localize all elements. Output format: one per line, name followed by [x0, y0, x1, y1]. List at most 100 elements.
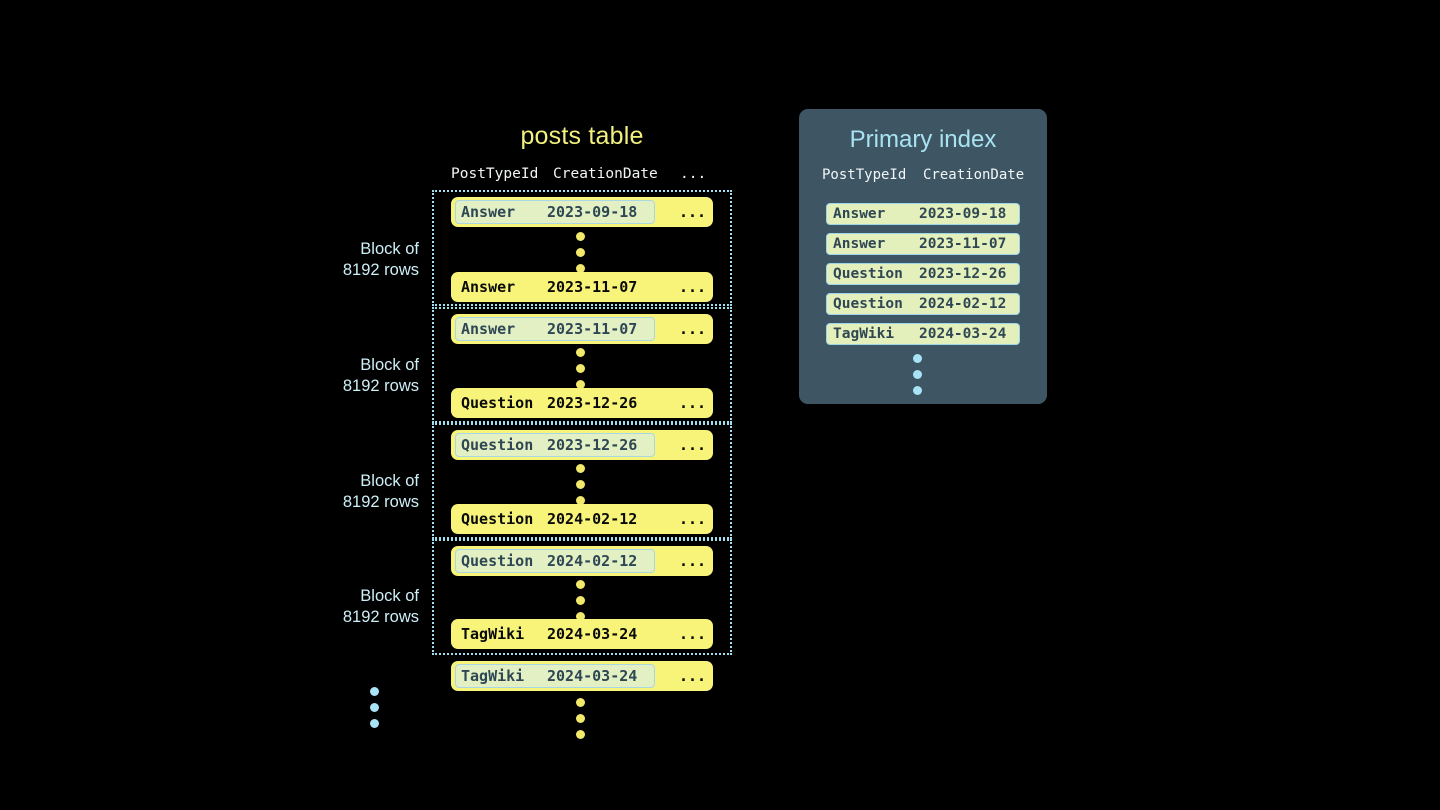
dot — [913, 370, 922, 379]
block-3-label-line2: 8192 rows — [342, 493, 419, 511]
cell-posttypeid: Question — [461, 552, 534, 570]
dot — [576, 580, 585, 589]
dot — [913, 386, 922, 395]
column-header-creationdate: CreationDate — [553, 166, 658, 182]
column-header-posttypeid: PostTypeId — [451, 166, 539, 182]
cell-more: ... — [679, 278, 707, 296]
row-ellipsis-dots — [576, 464, 587, 512]
table-row: Answer 2023-11-07 ... — [451, 272, 713, 302]
index-row: Question 2023-12-26 — [826, 263, 1020, 285]
column-header-more: ... — [680, 166, 707, 182]
cell-posttypeid: TagWiki — [461, 625, 525, 643]
index-cell-posttypeid: Answer — [833, 236, 886, 252]
block-1-label: Block of 8192 rows — [259, 239, 419, 281]
cell-posttypeid: Question — [461, 394, 534, 412]
block-3 — [432, 423, 732, 539]
index-column-header-creationdate: CreationDate — [923, 167, 1025, 183]
table-continuation-dots — [576, 698, 587, 746]
cell-creationdate: 2024-03-24 — [547, 667, 638, 685]
block-1-label-line2: 8192 rows — [342, 261, 419, 279]
cell-more: ... — [679, 203, 707, 221]
index-row: TagWiki 2024-03-24 — [826, 323, 1020, 345]
index-cell-creationdate: 2023-09-18 — [919, 206, 1007, 222]
cell-more: ... — [679, 667, 707, 685]
cell-posttypeid: Question — [461, 436, 534, 454]
index-column-header-posttypeid: PostTypeId — [822, 167, 907, 183]
block-3-label-line1: Block of — [360, 472, 419, 490]
dot — [576, 714, 585, 723]
cell-creationdate: 2023-11-07 — [547, 278, 638, 296]
index-cell-posttypeid: TagWiki — [833, 326, 895, 342]
row-key-highlight — [455, 433, 655, 457]
row-ellipsis-dots — [576, 348, 587, 396]
index-cell-creationdate: 2024-03-24 — [919, 326, 1007, 342]
blocks-continuation-dots — [370, 687, 381, 735]
block-4 — [432, 539, 732, 655]
dot — [576, 730, 585, 739]
cell-posttypeid: Answer — [461, 203, 516, 221]
cell-posttypeid: Question — [461, 510, 534, 528]
dot — [576, 380, 585, 389]
primary-index-column-headers: PostTypeId CreationDate — [799, 167, 1047, 187]
cell-creationdate: 2024-03-24 — [547, 625, 638, 643]
table-row: Question 2024-02-12 ... — [451, 546, 713, 576]
row-key-highlight — [455, 664, 655, 688]
table-row: Answer 2023-09-18 ... — [451, 197, 713, 227]
dot — [370, 687, 379, 696]
table-row: TagWiki 2024-03-24 ... — [451, 619, 713, 649]
dot — [370, 703, 379, 712]
dot — [576, 612, 585, 621]
posts-table-column-headers: PostTypeId CreationDate ... — [440, 166, 725, 186]
dot — [576, 496, 585, 505]
table-row: Question 2024-02-12 ... — [451, 504, 713, 534]
block-1-label-line1: Block of — [360, 240, 419, 258]
table-row: Question 2023-12-26 ... — [451, 430, 713, 460]
cell-posttypeid: Answer — [461, 320, 516, 338]
dot — [576, 232, 585, 241]
cell-more: ... — [679, 394, 707, 412]
index-cell-creationdate: 2023-12-26 — [919, 266, 1007, 282]
cell-more: ... — [679, 510, 707, 528]
primary-index-title: Primary index — [849, 126, 997, 153]
cell-posttypeid: Answer — [461, 278, 516, 296]
cell-creationdate: 2023-09-18 — [547, 203, 638, 221]
dot — [576, 348, 585, 357]
cell-creationdate: 2024-02-12 — [547, 510, 638, 528]
table-row-trailing: TagWiki 2024-03-24 ... — [451, 661, 713, 691]
dot — [370, 719, 379, 728]
dot — [576, 596, 585, 605]
cell-creationdate: 2023-12-26 — [547, 436, 638, 454]
dot — [576, 364, 585, 373]
index-cell-creationdate: 2024-02-12 — [919, 296, 1007, 312]
block-1 — [432, 190, 732, 306]
dot — [913, 354, 922, 363]
table-row: Question 2023-12-26 ... — [451, 388, 713, 418]
cell-more: ... — [679, 552, 707, 570]
cell-creationdate: 2024-02-12 — [547, 552, 638, 570]
block-2 — [432, 307, 732, 423]
dot — [576, 264, 585, 273]
cell-creationdate: 2023-11-07 — [547, 320, 638, 338]
block-2-label-line1: Block of — [360, 356, 419, 374]
block-3-label: Block of 8192 rows — [259, 471, 419, 513]
dot — [576, 698, 585, 707]
block-4-label: Block of 8192 rows — [259, 586, 419, 628]
block-2-label-line2: 8192 rows — [342, 377, 419, 395]
cell-more: ... — [679, 320, 707, 338]
block-2-label: Block of 8192 rows — [259, 355, 419, 397]
cell-creationdate: 2023-12-26 — [547, 394, 638, 412]
row-key-highlight — [455, 549, 655, 573]
primary-index-panel: Primary index PostTypeId CreationDate An… — [799, 109, 1047, 404]
row-ellipsis-dots — [576, 232, 587, 280]
posts-table-title: posts table — [520, 122, 644, 150]
index-continuation-dots — [913, 354, 924, 402]
cell-posttypeid: TagWiki — [461, 667, 525, 685]
index-row: Answer 2023-09-18 — [826, 203, 1020, 225]
index-row: Question 2024-02-12 — [826, 293, 1020, 315]
index-cell-posttypeid: Question — [833, 266, 903, 282]
block-4-label-line2: 8192 rows — [342, 608, 419, 626]
dot — [576, 464, 585, 473]
dot — [576, 480, 585, 489]
row-key-highlight — [455, 317, 655, 341]
